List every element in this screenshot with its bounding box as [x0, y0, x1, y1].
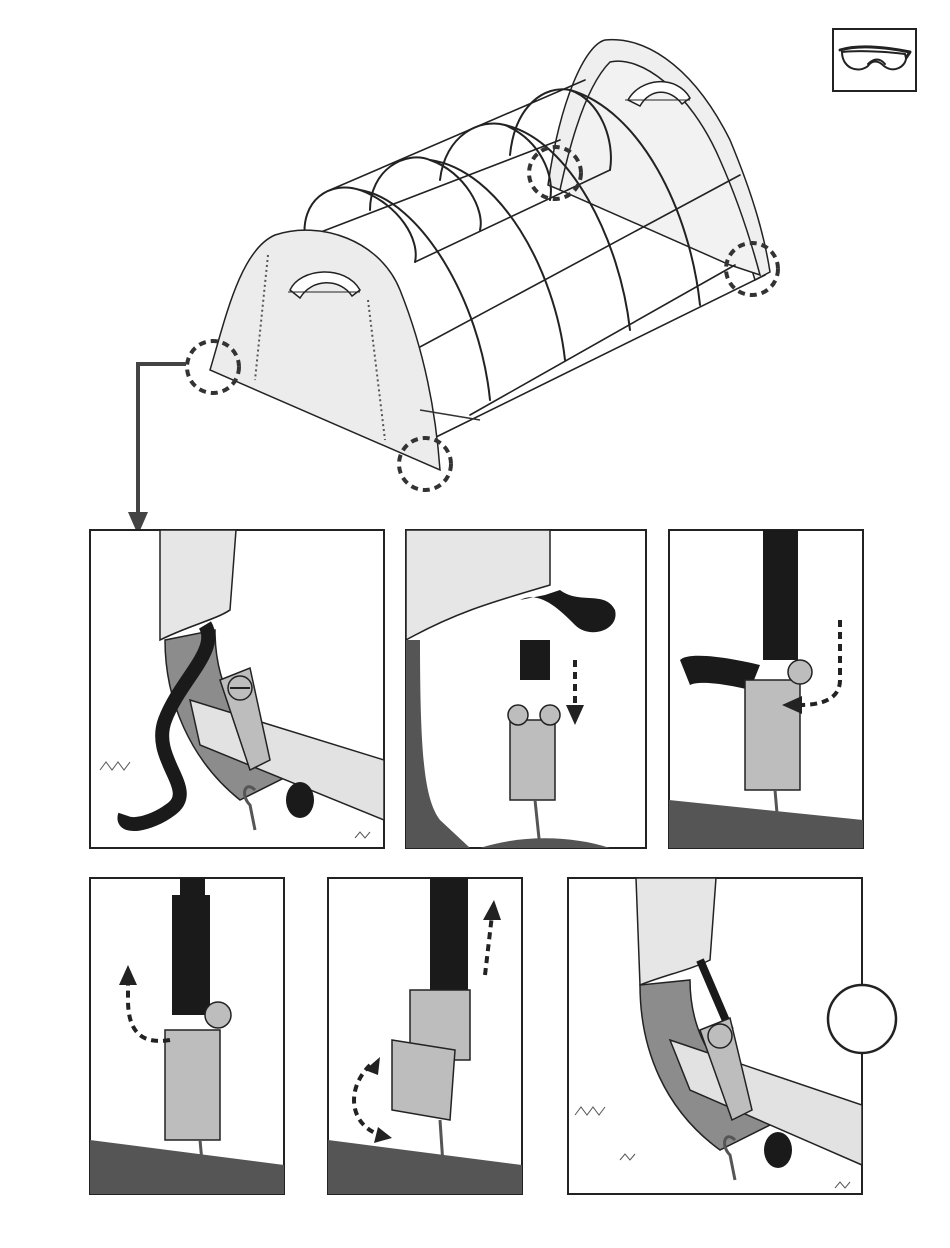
front-end-panel [210, 230, 440, 470]
step-1-panel [90, 530, 384, 848]
step-4-panel [90, 878, 284, 1194]
step-2-panel [406, 530, 646, 848]
strap-insert-into-ratchet-icon [508, 705, 560, 800]
step-badge [828, 985, 896, 1053]
safety-glasses-icon [833, 29, 916, 91]
leader-arrow [138, 364, 186, 520]
step-5-panel [328, 878, 522, 1194]
step-6-panel [568, 878, 896, 1194]
shelter-overview [128, 40, 778, 535]
step-3-panel [669, 530, 863, 848]
